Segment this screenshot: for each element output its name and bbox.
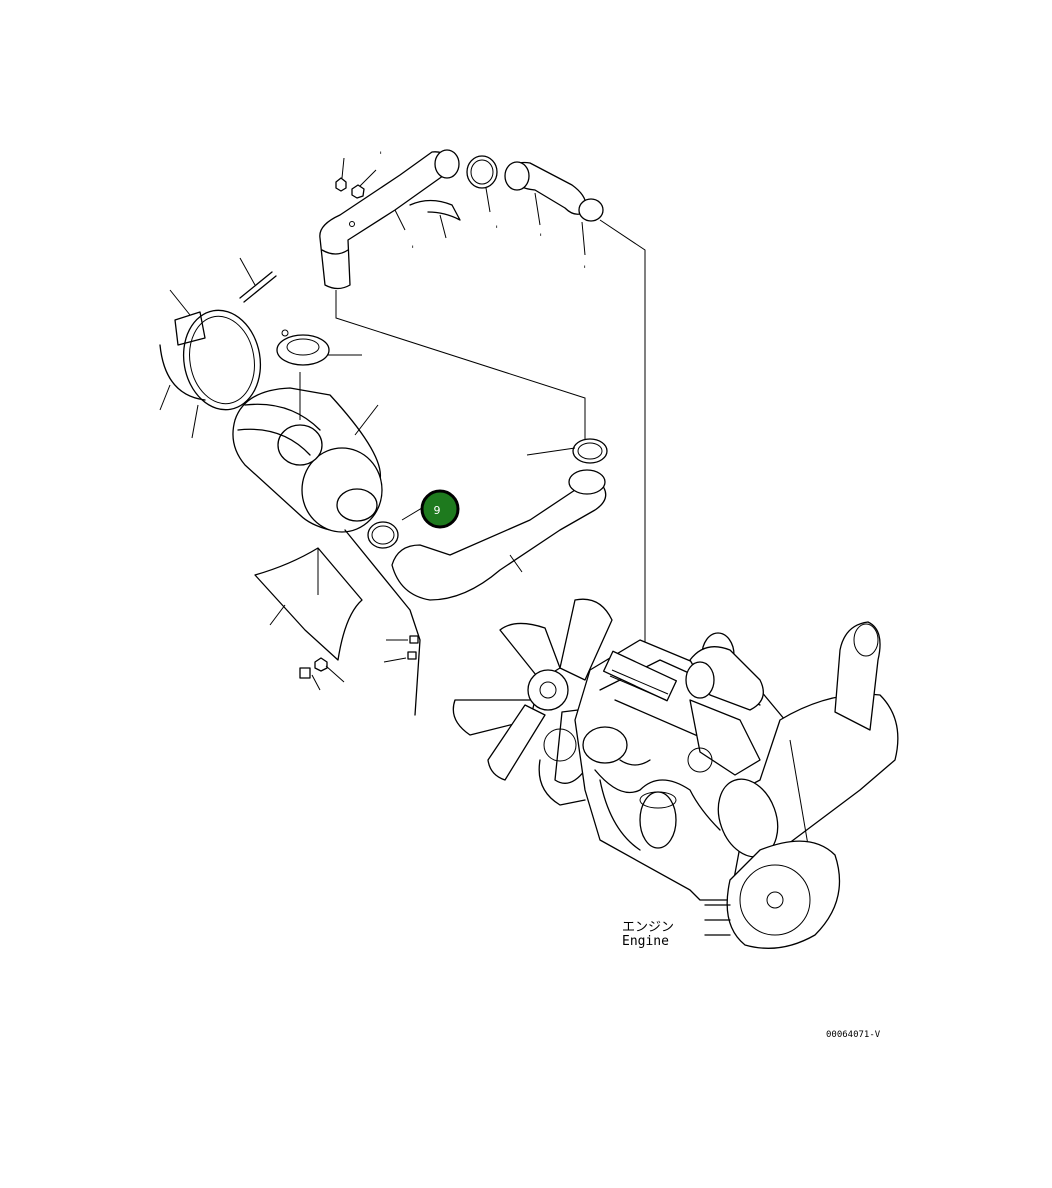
clamp-ring-right[interactable]	[578, 198, 604, 222]
callout-label: 9	[434, 504, 441, 517]
dust-valve-funnel[interactable]	[254, 547, 363, 661]
indicator-rod[interactable]	[344, 529, 421, 716]
pipe-clamp[interactable]	[409, 199, 461, 221]
intake-elbow-pipe[interactable]	[319, 149, 460, 290]
leader-lines-left	[159, 257, 576, 691]
flywheel-housing[interactable]	[704, 840, 841, 949]
svg-text:': '	[538, 233, 543, 243]
cap-cover[interactable]	[276, 329, 330, 366]
svg-text:': '	[378, 151, 383, 161]
long-bolt[interactable]	[239, 271, 277, 303]
nut-bolt-top[interactable]	[335, 177, 365, 199]
leader-lines-top: ' ' ' ' '	[341, 151, 587, 275]
svg-text:': '	[410, 245, 415, 255]
clamp-ring-top[interactable]	[466, 155, 498, 189]
clamp-ring-lower[interactable]	[572, 438, 608, 464]
engine-fan[interactable]	[452, 598, 613, 784]
engine-label-en: Engine	[622, 934, 669, 949]
intake-hose-main[interactable]	[391, 469, 607, 601]
engine-label: エンジン Engine	[622, 920, 674, 949]
hose-top-right[interactable]	[504, 161, 587, 215]
clamp-ring-mid[interactable]	[367, 521, 399, 549]
svg-text:': '	[494, 225, 499, 235]
air-cleaner-band[interactable]	[159, 304, 268, 416]
turbocharger[interactable]	[685, 632, 764, 711]
air-cleaner-body[interactable]	[232, 372, 383, 533]
callout-highlight-9[interactable]: 9	[401, 489, 460, 529]
muffler[interactable]	[708, 621, 899, 865]
svg-text:': '	[582, 265, 587, 275]
engine-label-jp: エンジン	[622, 920, 674, 935]
small-bolts[interactable]	[299, 657, 328, 679]
assembly-connection-lines	[335, 219, 646, 645]
drawing-code: 00064071-V	[826, 1030, 881, 1040]
